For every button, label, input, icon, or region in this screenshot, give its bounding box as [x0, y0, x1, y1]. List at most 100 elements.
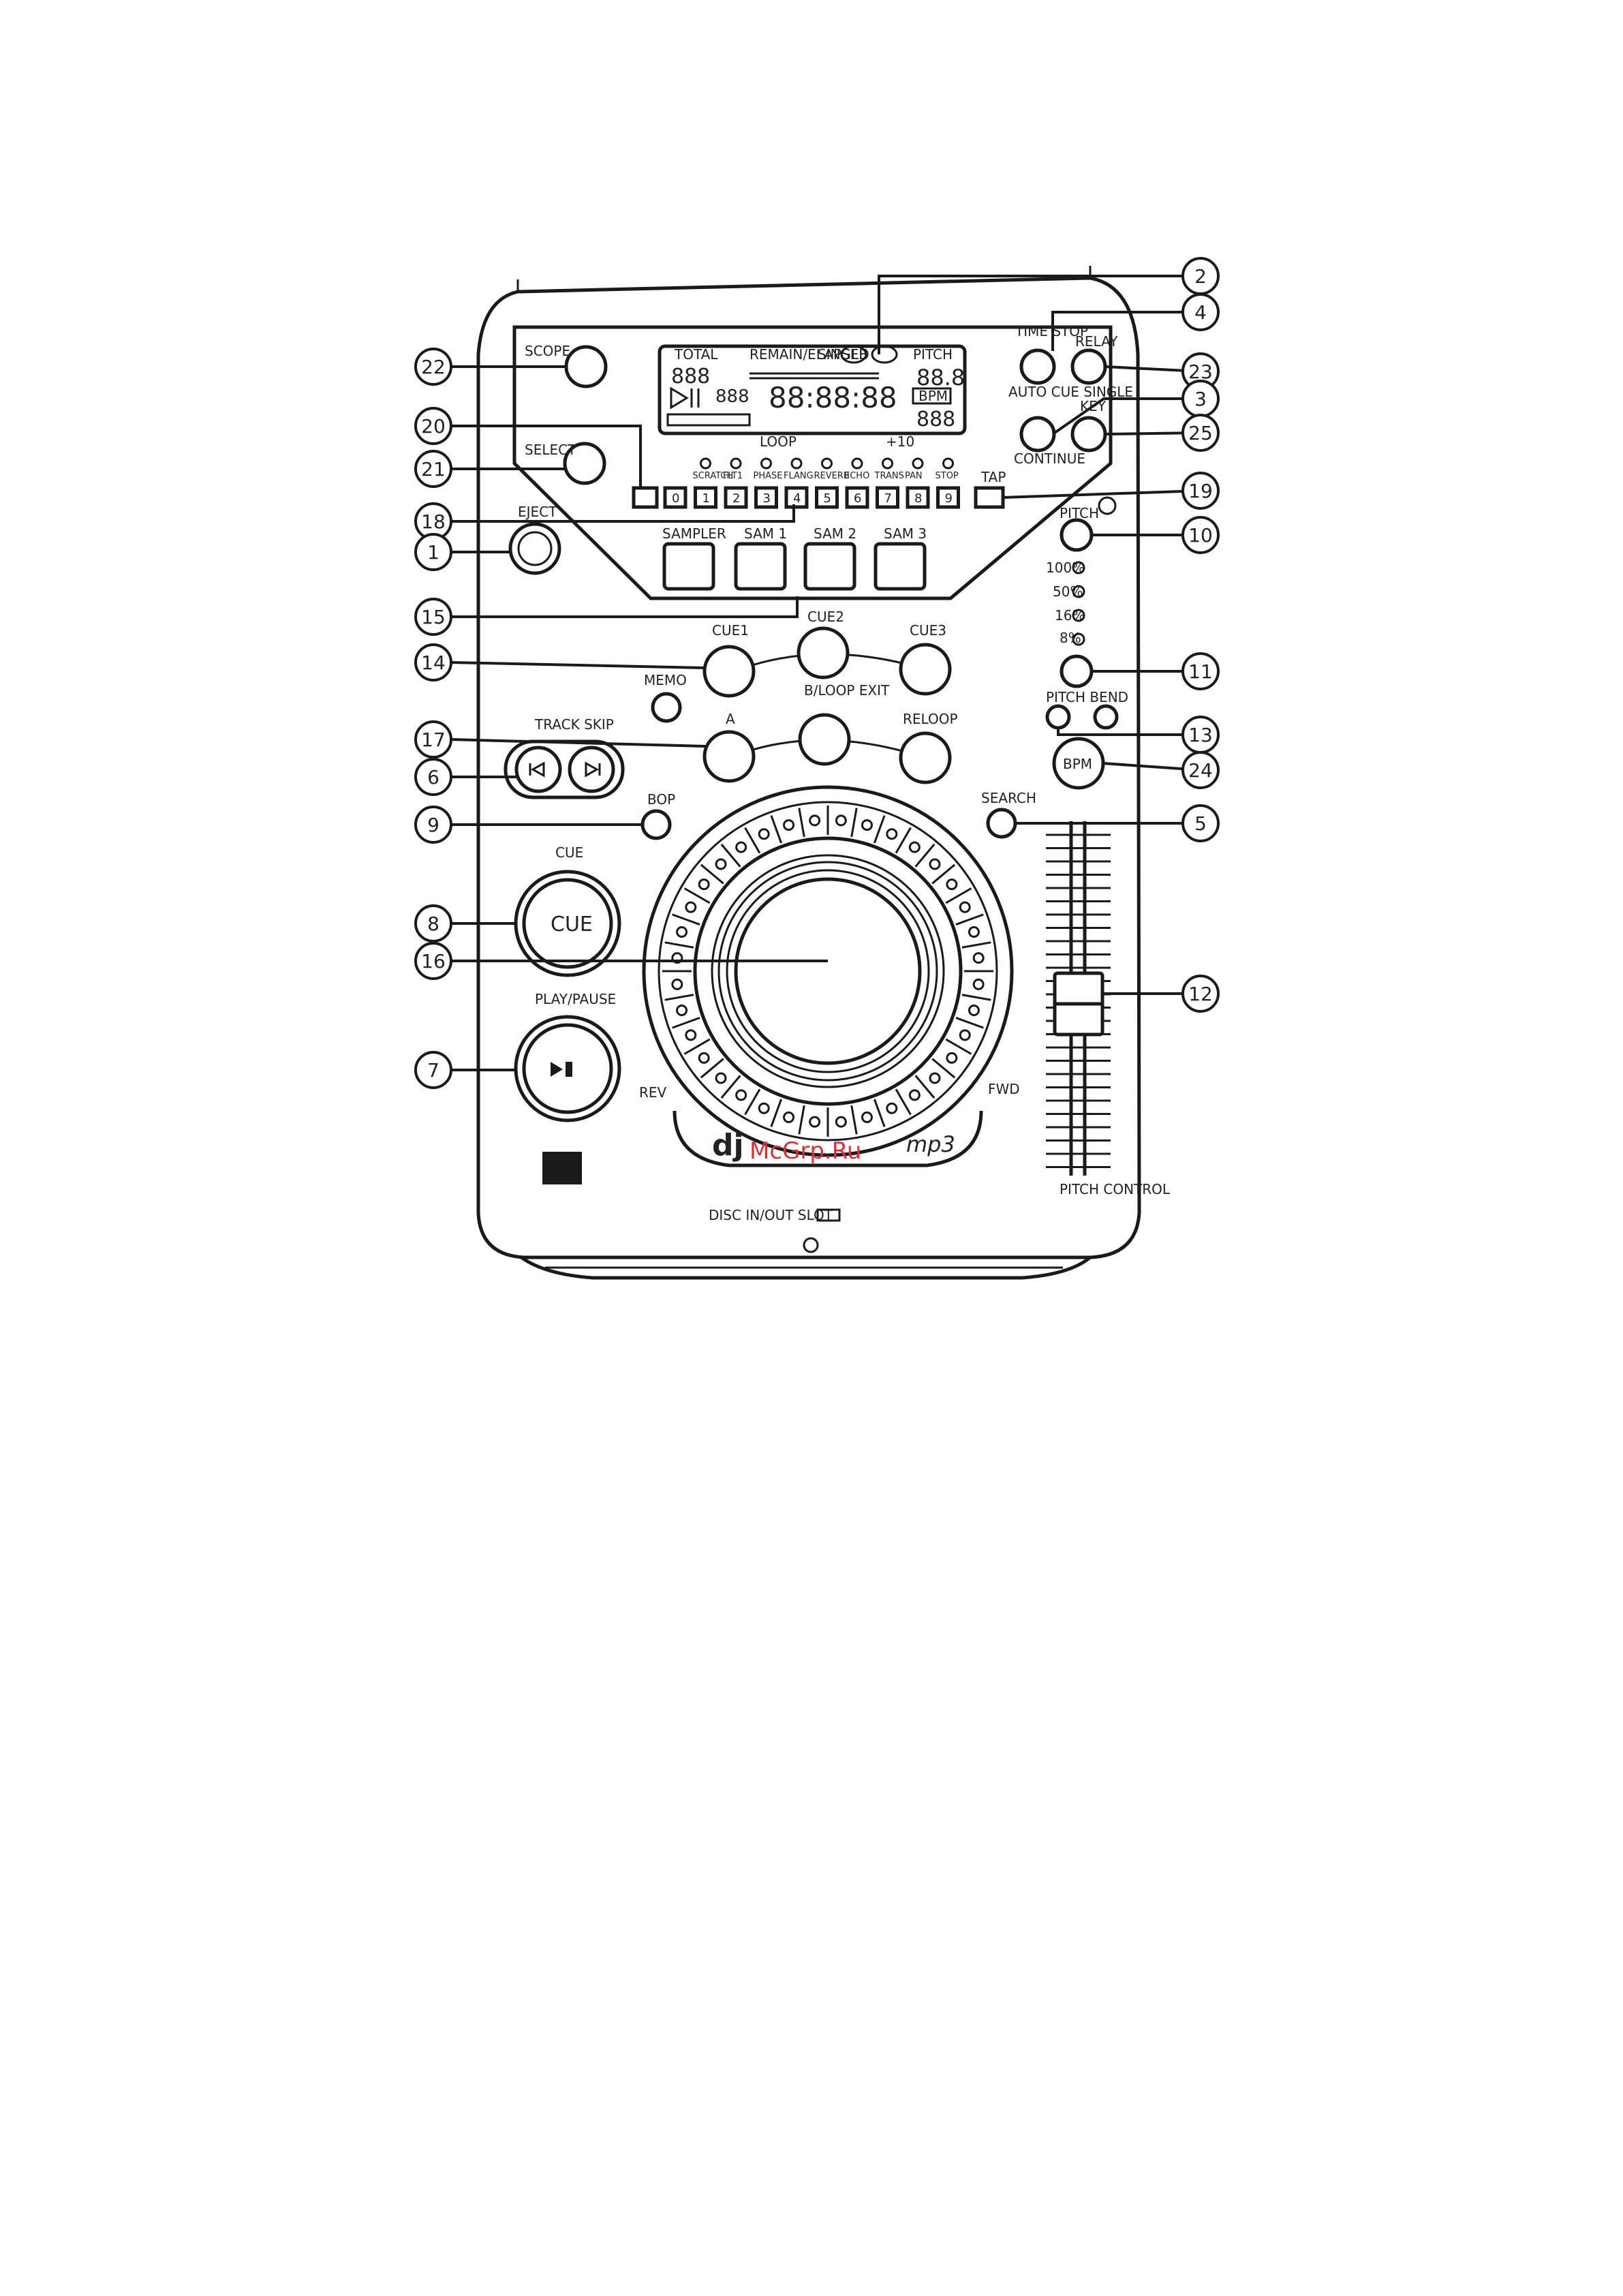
effect-button-label: 7 — [884, 491, 892, 506]
pitch-led-8 — [1072, 632, 1085, 646]
cue-button[interactable] — [522, 878, 613, 969]
plus10-label: +10 — [886, 433, 914, 450]
effect-button-1[interactable] — [694, 486, 717, 509]
effect-button-label: 1 — [702, 491, 710, 506]
time-stop-button[interactable] — [1019, 348, 1056, 385]
pitch-fader[interactable] — [1046, 821, 1111, 1176]
jog-dimple — [959, 901, 971, 913]
sam1-button[interactable] — [734, 542, 787, 591]
lcd-track-digits: 888 — [671, 365, 710, 388]
jog-dimple — [685, 1029, 697, 1041]
svg-text:21: 21 — [421, 458, 446, 480]
effect-button-minus[interactable] — [632, 486, 659, 509]
effect-button-2[interactable] — [724, 486, 748, 509]
auto-cue-button[interactable] — [1019, 416, 1056, 453]
eject-button-inner — [517, 531, 553, 566]
svg-text:19: 19 — [1188, 480, 1213, 502]
effect-button-7[interactable] — [876, 486, 899, 509]
bloop-exit-button[interactable] — [798, 713, 851, 766]
pitch-bend-minus-button[interactable] — [1045, 704, 1071, 730]
effect-led — [942, 457, 954, 470]
jog-tooth — [683, 887, 711, 904]
pitch-bend-label: PITCH BEND — [1046, 689, 1128, 705]
jog-tooth — [664, 941, 694, 949]
scope-button[interactable] — [564, 345, 608, 388]
jog-tooth — [945, 887, 972, 904]
reloop-button[interactable] — [899, 731, 952, 784]
cue2-button[interactable] — [797, 626, 850, 679]
callout-4: 4 — [1181, 293, 1220, 331]
jog-dimple — [735, 1089, 747, 1101]
key-button[interactable] — [1070, 416, 1107, 453]
effect-button-8[interactable] — [906, 486, 930, 509]
callout-8: 8 — [414, 904, 452, 943]
jog-dimple — [908, 1089, 921, 1101]
skip-back-button[interactable] — [514, 746, 562, 793]
cue3-button[interactable] — [899, 643, 952, 696]
jog-tooth — [931, 863, 956, 885]
effect-led — [790, 457, 803, 470]
svg-text:14: 14 — [421, 652, 446, 674]
effect-button-6[interactable] — [845, 486, 869, 509]
svg-text:22: 22 — [421, 356, 446, 378]
callout-21: 21 — [414, 450, 452, 488]
tap-button[interactable] — [974, 486, 1005, 509]
effect-label: PHASE — [754, 471, 783, 481]
tap-label: TAP — [980, 469, 1006, 485]
effect-button-0[interactable] — [663, 486, 687, 509]
sam3-button[interactable] — [874, 542, 927, 591]
rev-label: REV — [639, 1084, 667, 1101]
scope-label: SCOPE — [525, 343, 570, 359]
cue1-button[interactable] — [702, 645, 756, 698]
jog-dimple — [758, 828, 770, 840]
jog-dimple — [809, 1116, 821, 1128]
callout-2: 2 — [1181, 257, 1220, 295]
effect-button-label: 8 — [914, 491, 922, 506]
jog-tooth — [895, 827, 912, 854]
callouts: 22 20 21 18 1 15 14 17 6 9 8 16 7 2 4 23… — [414, 257, 1220, 1089]
jog-tooth — [798, 808, 805, 838]
effect-button-label: 6 — [854, 491, 861, 506]
bop-button[interactable] — [640, 809, 672, 840]
svg-text:20: 20 — [421, 415, 446, 438]
pitch-button[interactable] — [1060, 518, 1094, 552]
jog-tooth — [672, 1016, 700, 1029]
callout-12: 12 — [1181, 975, 1220, 1013]
skip-forward-button[interactable] — [568, 746, 615, 793]
effect-button-3[interactable] — [754, 486, 778, 509]
effect-button-label: 3 — [763, 491, 771, 506]
svg-text:5: 5 — [1194, 812, 1207, 835]
eject-label: EJECT — [518, 504, 557, 520]
select-button[interactable] — [563, 442, 606, 485]
pitch-control-label: PITCH CONTROL — [1060, 1181, 1171, 1197]
jog-dimple — [908, 841, 921, 853]
relay-button[interactable] — [1070, 348, 1107, 385]
lcd-cd-icon — [840, 345, 898, 364]
loop-a-button[interactable] — [702, 730, 756, 783]
reloop-label: RELOOP — [903, 711, 958, 727]
jog-tooth — [914, 843, 936, 868]
front-screw — [803, 1237, 819, 1253]
pitch-range-button[interactable] — [1060, 654, 1094, 688]
cue-button-label: CUE — [551, 913, 593, 936]
pitch-bend-plus-button[interactable] — [1093, 704, 1119, 730]
effect-button-5[interactable] — [815, 486, 839, 509]
sampler-button[interactable] — [662, 542, 715, 591]
jog-wheel[interactable] — [642, 785, 1014, 1157]
search-button[interactable] — [986, 808, 1017, 839]
jog-dimple — [735, 841, 747, 853]
effect-led — [760, 457, 772, 470]
jog-dimple — [968, 1004, 980, 1016]
sam2-button[interactable] — [803, 542, 856, 591]
jog-dimple — [698, 878, 710, 891]
pitch-label: PITCH — [1060, 505, 1099, 521]
effect-label: FLANG — [784, 471, 814, 481]
memo-button[interactable] — [651, 692, 682, 723]
effect-led — [912, 457, 924, 470]
effect-label: TRANS — [874, 471, 904, 481]
play-pause-label: PLAY/PAUSE — [535, 991, 616, 1007]
effect-button-4[interactable] — [784, 486, 809, 509]
sampler-row: SAMPLER SAM 1 SAM 2 SAM 3 — [662, 525, 927, 591]
effect-button-9[interactable] — [936, 486, 960, 509]
